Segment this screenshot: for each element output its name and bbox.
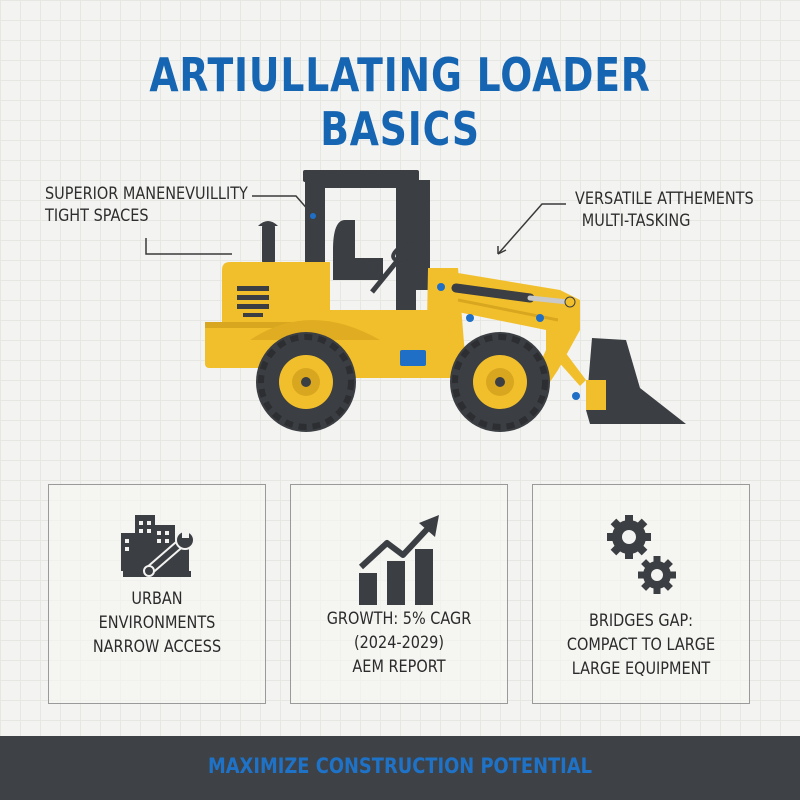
callout-right-line2: MULTI-TASKING xyxy=(581,211,691,231)
card-urban-line1: URBAN xyxy=(131,589,183,609)
callout-left-line2: TIGHT SPACES xyxy=(45,206,149,226)
rear-wheel xyxy=(256,332,356,432)
exhaust-stack xyxy=(258,221,278,264)
card-growth-line2: (2024-2029) xyxy=(353,633,445,653)
card-bridges-text: BRIDGES GAP: COMPACT TO LARGE LARGE EQUI… xyxy=(533,609,749,681)
card-bridges-gap: BRIDGES GAP: COMPACT TO LARGE LARGE EQUI… xyxy=(532,484,750,704)
callout-left-leader xyxy=(145,195,311,255)
footer-text: MAXIMIZE CONSTRUCTION POTENTIAL xyxy=(207,754,593,778)
card-growth-line3: AEM REPORT xyxy=(352,657,446,677)
front-wheel xyxy=(450,332,550,432)
callout-left-line1: SUPERIOR MANENEVUILLITY xyxy=(45,184,248,204)
gears-icon xyxy=(607,515,676,594)
bucket xyxy=(586,338,686,424)
card-bridges-line2: COMPACT TO LARGE xyxy=(566,635,716,655)
card-urban-text: URBAN ENVIRONMENTS NARROW ACCESS xyxy=(49,587,265,659)
card-bridges-line1: BRIDGES GAP: xyxy=(588,611,694,631)
card-bridges-line3: LARGE EQUIPMENT xyxy=(571,659,711,679)
growth-chart-icon xyxy=(358,515,439,605)
callout-attachments: VERSATILE ATTHEMENTS MULTI-TASKING xyxy=(575,188,754,232)
callout-right-line1: VERSATILE ATTHEMENTS xyxy=(575,189,754,209)
card-growth-text: GROWTH: 5% CAGR (2024-2029) AEM REPORT xyxy=(291,607,507,679)
page-title: ARTIULLATING LOADER BASICS xyxy=(149,48,651,156)
callout-maneuverability: SUPERIOR MANENEVUILLITY TIGHT SPACES xyxy=(45,183,248,227)
cab xyxy=(303,170,430,320)
wheel-loader-illustration xyxy=(145,170,686,432)
card-growth-line1: GROWTH: 5% CAGR xyxy=(326,609,472,629)
city-wrench-icon xyxy=(121,515,195,577)
card-urban-line3: NARROW ACCESS xyxy=(92,637,222,657)
card-urban-environments: URBAN ENVIRONMENTS NARROW ACCESS xyxy=(48,484,266,704)
card-urban-line2: ENVIRONMENTS xyxy=(98,613,216,633)
footer-banner: MAXIMIZE CONSTRUCTION POTENTIAL xyxy=(0,736,800,800)
callout-right-leader xyxy=(497,203,566,255)
card-growth: GROWTH: 5% CAGR (2024-2029) AEM REPORT xyxy=(290,484,508,704)
